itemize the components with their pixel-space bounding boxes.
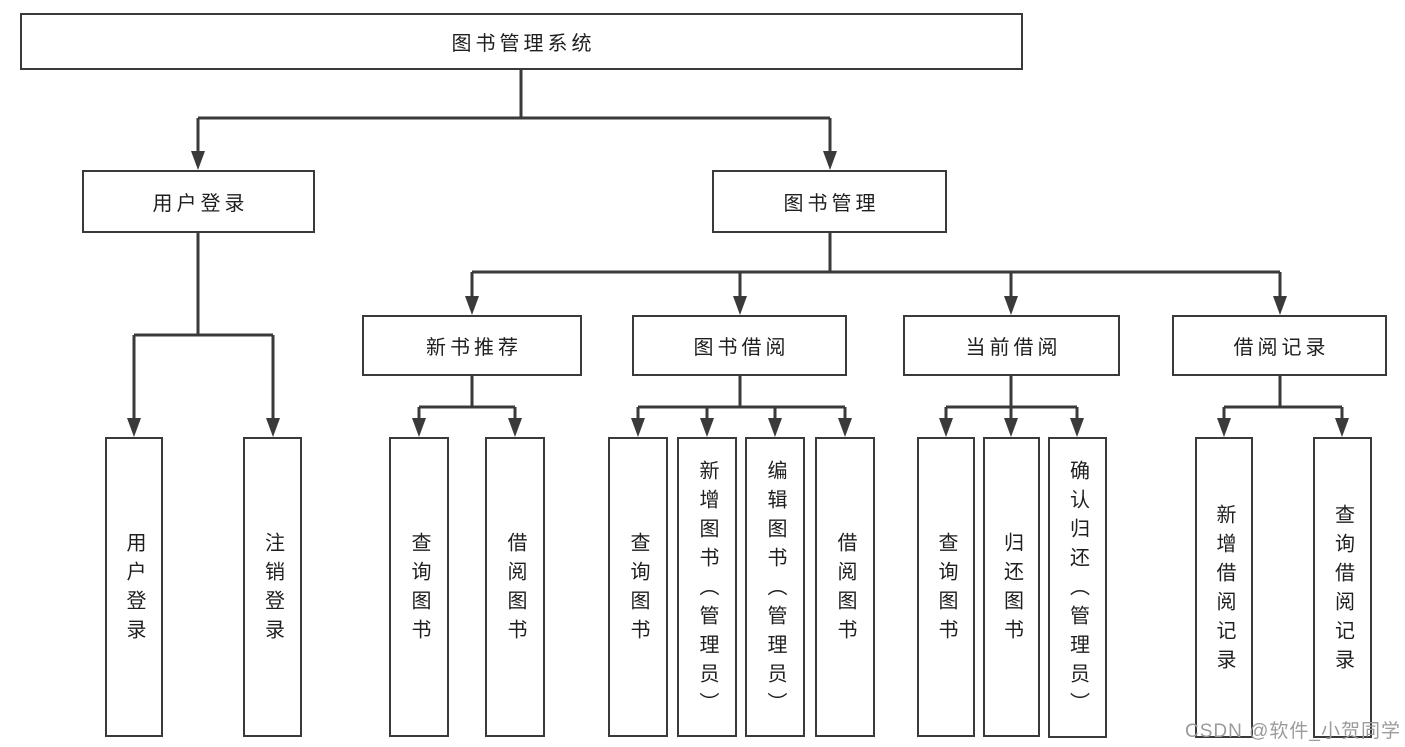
- node-root: 图书管理系统: [20, 13, 1023, 70]
- watermark: CSDN @软件_小贺同学: [1185, 721, 1401, 742]
- connector-root-to-level2: [196, 70, 832, 153]
- leaf-records-add-record: 新增借阅记录: [1195, 437, 1253, 738]
- leaf-borrow-edit-books-admin: 编辑图书（管理员）: [745, 437, 805, 737]
- connector-borrow-records: [1222, 376, 1344, 420]
- connector-current-borrow: [944, 376, 1079, 420]
- node-book-borrow: 图书借阅: [632, 315, 847, 376]
- connector-book-borrow: [636, 376, 847, 420]
- leaf-user-login: 用户登录: [105, 437, 163, 737]
- leaf-recommend-query-books: 查询图书: [389, 437, 449, 737]
- connector-book-management: [470, 233, 1282, 298]
- connector-user-login: [132, 233, 275, 420]
- leaf-borrow-borrow-books: 借阅图书: [815, 437, 875, 737]
- leaf-borrow-query-books: 查询图书: [608, 437, 668, 737]
- leaf-borrow-add-books-admin: 新增图书（管理员）: [677, 437, 737, 737]
- leaf-current-confirm-return-admin: 确认归还（管理员）: [1048, 437, 1107, 738]
- leaf-records-query-record: 查询借阅记录: [1313, 437, 1372, 738]
- node-new-book-recommend: 新书推荐: [362, 315, 582, 376]
- leaf-recommend-borrow-books: 借阅图书: [485, 437, 545, 737]
- arrowheads: [127, 151, 1349, 437]
- leaf-current-return-books: 归还图书: [983, 437, 1040, 737]
- connector-new-book-recommend: [417, 376, 517, 420]
- node-book-management: 图书管理: [712, 170, 947, 233]
- node-current-borrow: 当前借阅: [903, 315, 1120, 376]
- node-user-login: 用户登录: [82, 170, 315, 233]
- leaf-logout: 注销登录: [243, 437, 302, 737]
- leaf-current-query-books: 查询图书: [917, 437, 975, 737]
- node-borrow-records: 借阅记录: [1172, 315, 1387, 376]
